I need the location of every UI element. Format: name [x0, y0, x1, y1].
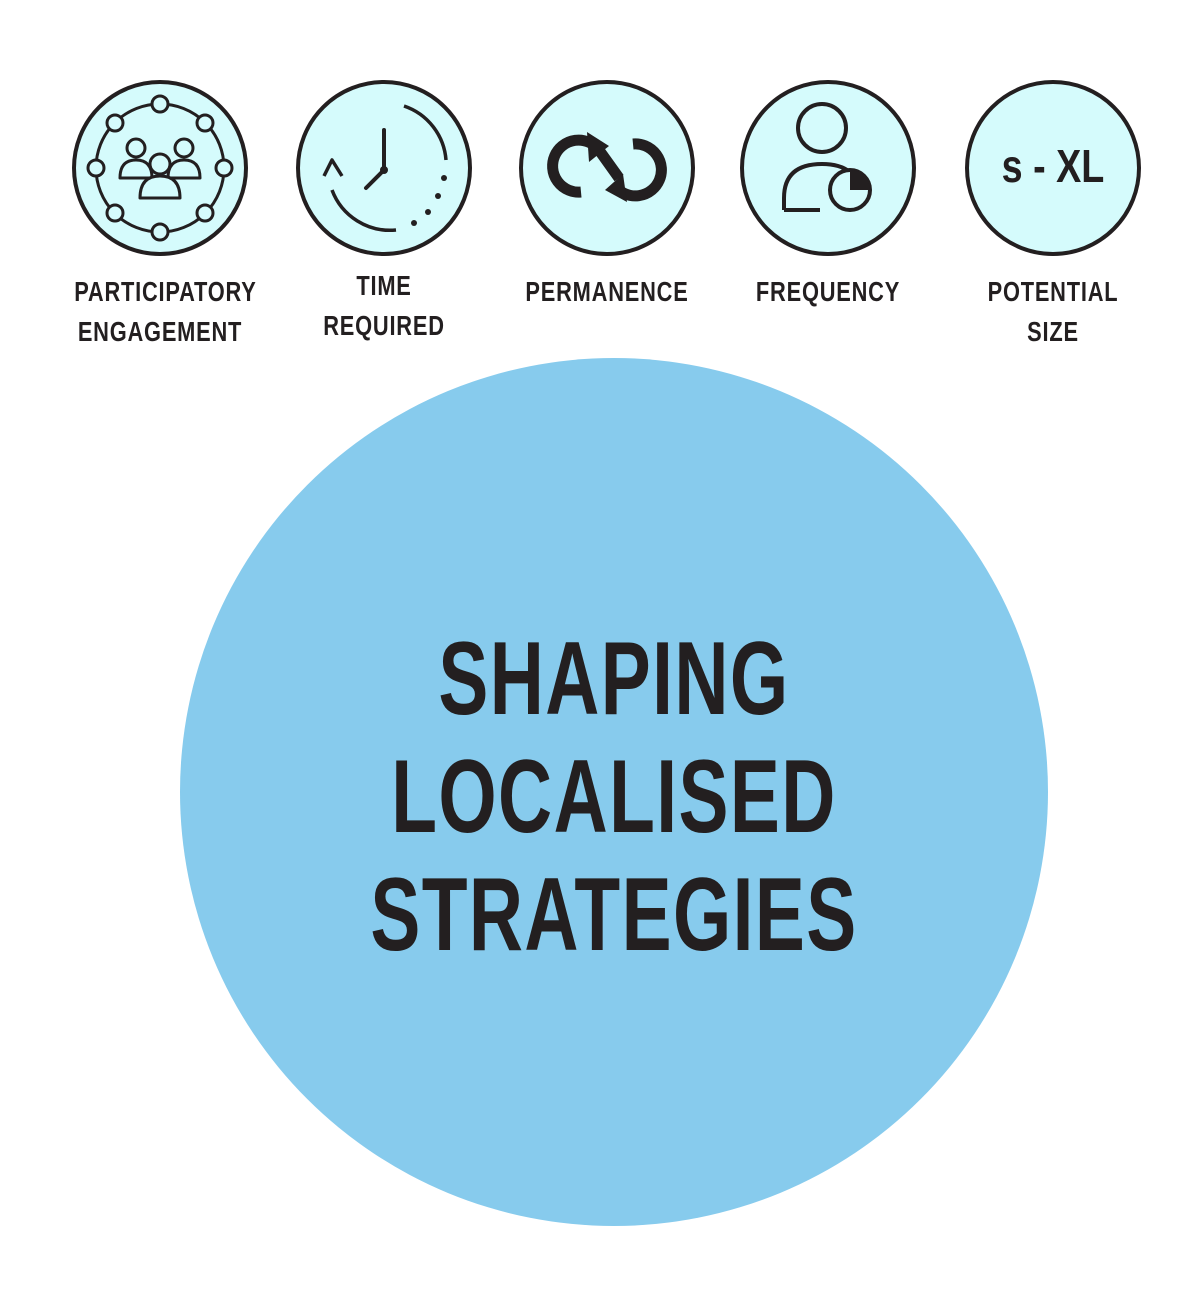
label-line: TIME	[356, 270, 412, 301]
icon-label-permanence: PERMANENCE	[521, 272, 693, 312]
main-title-line: LOCALISED	[391, 739, 837, 855]
icon-label-frequency: FREQUENCY	[742, 272, 914, 312]
main-circle	[180, 358, 1048, 1226]
group-network-icon	[72, 80, 248, 256]
icon-item-time-required: TIME REQUIRED	[274, 0, 494, 360]
label-line: PERMANENCE	[525, 276, 689, 307]
label-line: FREQUENCY	[755, 276, 901, 307]
main-title-line: SHAPING	[438, 621, 790, 737]
label-line: SIZE	[1027, 316, 1079, 347]
infinity-arrows-icon	[519, 80, 695, 256]
label-line: REQUIRED	[323, 310, 445, 341]
label-line: ENGAGEMENT	[77, 316, 243, 347]
person-pie-icon	[740, 80, 916, 256]
main-title: SHAPING LOCALISED STRATEGIES	[302, 620, 927, 974]
size-range-icon: s - XL	[965, 80, 1141, 256]
icon-item-participatory-engagement: PARTICIPATORY ENGAGEMENT	[50, 0, 270, 360]
main-title-line: STRATEGIES	[370, 857, 858, 973]
icon-item-permanence: PERMANENCE	[497, 0, 717, 360]
clock-timer-icon	[296, 80, 472, 256]
icon-item-frequency: FREQUENCY	[718, 0, 938, 360]
icon-item-potential-size: s - XL POTENTIAL SIZE	[943, 0, 1163, 360]
label-line: POTENTIAL	[987, 276, 1119, 307]
icon-label-participatory-engagement: PARTICIPATORY ENGAGEMENT	[74, 272, 257, 352]
size-range-text: s - XL	[1002, 140, 1105, 191]
icon-label-time-required: TIME REQUIRED	[298, 266, 470, 346]
icon-label-potential-size: POTENTIAL SIZE	[967, 272, 1139, 352]
label-line: PARTICIPATORY	[74, 276, 257, 307]
